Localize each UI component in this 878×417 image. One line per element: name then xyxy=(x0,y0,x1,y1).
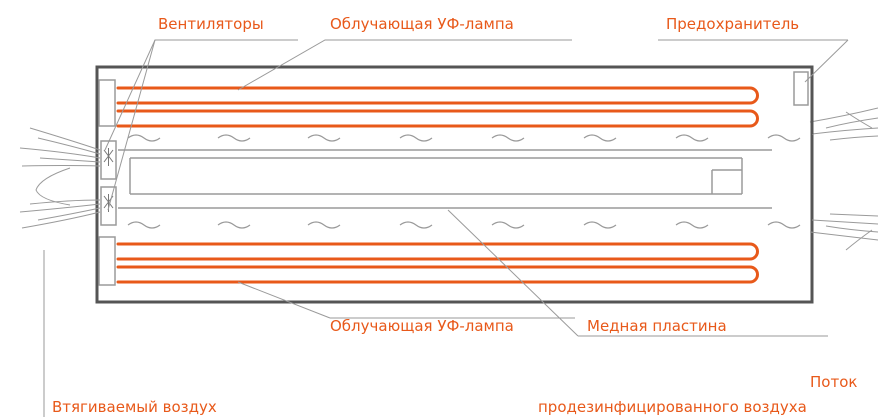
airflow-wave-icon xyxy=(307,134,341,142)
label-copper-plate: Медная пластина xyxy=(587,317,727,335)
label-uv-lamp-bottom: Облучающая УФ-лампа xyxy=(330,317,514,335)
uv-lamp-bottom xyxy=(116,242,759,284)
copper-plate xyxy=(118,149,772,209)
fuse xyxy=(793,71,809,106)
airflow-wave-icon xyxy=(583,134,617,142)
airflow-waves-inner-bottom xyxy=(127,221,801,229)
lamp-holder-top xyxy=(98,79,116,127)
label-fans: Вентиляторы xyxy=(158,15,264,33)
airflow-wave-icon xyxy=(217,221,251,229)
airflow-wave-icon xyxy=(217,134,251,142)
label-fuse: Предохранитель xyxy=(666,15,800,33)
airflow-wave-icon xyxy=(675,134,709,142)
label-outflow-line1: Поток xyxy=(810,373,858,391)
airflow-wave-icon xyxy=(675,221,709,229)
airflow-wave-icon xyxy=(399,134,433,142)
label-intake-air: Втягиваемый воздух xyxy=(52,398,217,416)
airflow-wave-icon xyxy=(491,134,525,142)
airflow-wave-icon xyxy=(583,221,617,229)
airflow-wave-icon xyxy=(767,134,801,142)
intake-airflow-lines xyxy=(19,127,101,229)
device-housing xyxy=(95,65,814,304)
label-uv-lamp-top: Облучающая УФ-лампа xyxy=(330,15,514,33)
airflow-wave-icon xyxy=(307,221,341,229)
airflow-wave-icon xyxy=(399,221,433,229)
leader-lines xyxy=(43,39,849,417)
airflow-waves-inner-top xyxy=(127,134,801,142)
outflow-airflow-lines xyxy=(809,107,878,251)
uv-lamp-top xyxy=(116,86,759,128)
lamp-holder-bottom xyxy=(98,236,116,286)
airflow-wave-icon xyxy=(127,221,161,229)
label-outflow-line2: продезинфицированного воздуха xyxy=(538,398,807,416)
airflow-wave-icon xyxy=(491,221,525,229)
airflow-wave-icon xyxy=(767,221,801,229)
airflow-wave-icon xyxy=(127,134,161,142)
